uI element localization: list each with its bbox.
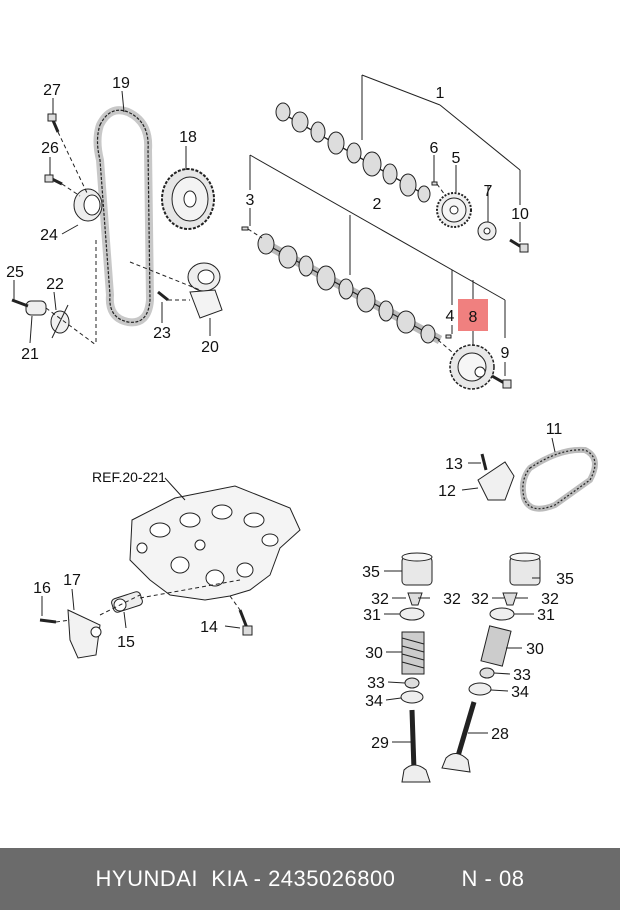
callout-5[interactable]: 5 xyxy=(452,150,461,167)
tensioner-20[interactable] xyxy=(187,262,223,319)
spring-22[interactable] xyxy=(50,304,70,339)
callout-34-right[interactable]: 34 xyxy=(511,684,529,701)
footer-page-code: N - 08 xyxy=(461,866,525,891)
footer-bar: HYUNDAI KIA - 2435026800 N - 08 xyxy=(0,848,620,910)
callout-19[interactable]: 19 xyxy=(112,75,130,92)
seal-33-right[interactable] xyxy=(479,667,495,679)
camshaft-upper[interactable] xyxy=(275,102,431,203)
callout-7[interactable]: 7 xyxy=(484,183,493,200)
timing-chain-11[interactable] xyxy=(519,446,598,512)
callout-31-left[interactable]: 31 xyxy=(363,607,381,624)
crank-sprocket-18[interactable] xyxy=(161,168,215,230)
callout-16[interactable]: 16 xyxy=(33,580,51,597)
callout-1[interactable]: 1 xyxy=(436,85,445,102)
bolt-10[interactable] xyxy=(509,238,529,253)
parts-diagram: 1 2 3 4 5 6 7 8 9 10 11 12 13 14 15 16 1… xyxy=(6,74,598,783)
callout-10[interactable]: 10 xyxy=(511,206,529,223)
camshaft-lower[interactable] xyxy=(257,233,443,344)
washer-7[interactable] xyxy=(477,221,497,241)
callout-35-left[interactable]: 35 xyxy=(362,564,380,581)
bolt-14[interactable] xyxy=(238,609,253,636)
callout-24[interactable]: 24 xyxy=(40,227,58,244)
idler-pulley-24[interactable] xyxy=(73,188,103,222)
spring-30-left[interactable] xyxy=(401,631,425,675)
seat-34-right[interactable] xyxy=(468,682,492,696)
timing-belt-19[interactable] xyxy=(93,106,154,327)
callout-3[interactable]: 3 xyxy=(246,192,255,209)
callout-17[interactable]: 17 xyxy=(63,572,81,589)
chain-guide-12[interactable] xyxy=(477,461,515,501)
callout-28[interactable]: 28 xyxy=(491,726,509,743)
retainer-lock-32-left[interactable] xyxy=(407,592,423,606)
callout-23[interactable]: 23 xyxy=(153,325,171,342)
pin-4[interactable] xyxy=(445,334,452,339)
callout-11[interactable]: 11 xyxy=(546,421,563,438)
spacer-21[interactable] xyxy=(25,300,47,316)
highlight-box-8[interactable] xyxy=(458,299,488,331)
valve-29[interactable] xyxy=(401,709,431,783)
callout-22[interactable]: 22 xyxy=(46,276,64,293)
bolt-16[interactable] xyxy=(39,618,57,624)
callout-32-a[interactable]: 32 xyxy=(371,591,389,608)
tappet-35-left[interactable] xyxy=(401,552,433,586)
callout-33-left[interactable]: 33 xyxy=(367,675,385,692)
callout-20[interactable]: 20 xyxy=(201,339,219,356)
callout-27[interactable]: 27 xyxy=(43,82,61,99)
bolt-25[interactable] xyxy=(11,298,29,308)
bolt-27[interactable] xyxy=(47,113,60,133)
spring-30-right[interactable] xyxy=(480,625,512,667)
seat-34-left[interactable] xyxy=(400,690,424,704)
callout-15[interactable]: 15 xyxy=(117,634,135,651)
callout-21[interactable]: 21 xyxy=(21,346,39,363)
callout-25[interactable]: 25 xyxy=(6,264,24,281)
bolt-23[interactable] xyxy=(157,290,169,302)
callout-12[interactable]: 12 xyxy=(438,483,456,500)
callout-33-right[interactable]: 33 xyxy=(513,667,531,684)
callout-35-right[interactable]: 35 xyxy=(556,571,574,588)
pin-3[interactable] xyxy=(241,226,249,231)
callout-labels: 1 2 3 4 5 6 7 8 9 10 11 12 13 14 15 16 1… xyxy=(6,75,574,752)
bolt-9[interactable] xyxy=(491,374,512,389)
tappet-35-right[interactable] xyxy=(509,552,541,586)
pin-6[interactable] xyxy=(431,181,438,186)
callout-13[interactable]: 13 xyxy=(445,456,463,473)
bolt-13[interactable] xyxy=(480,453,488,471)
callout-9[interactable]: 9 xyxy=(501,345,510,362)
callout-8[interactable]: 8 xyxy=(469,309,478,326)
retainer-31-right[interactable] xyxy=(489,607,515,621)
callout-32-c[interactable]: 32 xyxy=(471,591,489,608)
callout-18[interactable]: 18 xyxy=(179,129,197,146)
seal-33-left[interactable] xyxy=(404,677,420,689)
cylinder-head[interactable] xyxy=(129,485,301,601)
callout-32-d[interactable]: 32 xyxy=(541,591,559,608)
valve-28[interactable] xyxy=(441,701,477,773)
head-alignment-lines xyxy=(55,579,241,623)
footer-spacer xyxy=(395,866,461,892)
callout-4[interactable]: 4 xyxy=(446,308,455,325)
cam-sprocket-5[interactable] xyxy=(436,192,472,228)
callout-31-right[interactable]: 31 xyxy=(537,607,555,624)
retainer-31-left[interactable] xyxy=(399,607,425,621)
callout-6[interactable]: 6 xyxy=(430,140,439,157)
cvvt-assembly-8[interactable] xyxy=(449,344,495,390)
callout-34-left[interactable]: 34 xyxy=(365,693,383,710)
reference-label[interactable]: REF.20-221 xyxy=(92,469,166,485)
callout-30-right[interactable]: 30 xyxy=(526,641,544,658)
retainer-lock-32-right[interactable] xyxy=(502,592,518,606)
callout-29[interactable]: 29 xyxy=(371,735,389,752)
callout-2[interactable]: 2 xyxy=(373,196,382,213)
bolt-26[interactable] xyxy=(44,174,63,186)
callout-14[interactable]: 14 xyxy=(200,619,218,636)
footer-part-number: HYUNDAI KIA - 2435026800 xyxy=(95,866,396,891)
bracket-17[interactable] xyxy=(67,609,102,659)
leader-lines xyxy=(13,74,556,743)
alignment-lines xyxy=(45,131,453,353)
callout-30-left[interactable]: 30 xyxy=(365,645,383,662)
callout-32-b[interactable]: 32 xyxy=(443,591,461,608)
exploded-view-svg: 1 2 3 4 5 6 7 8 9 10 11 12 13 14 15 16 1… xyxy=(6,74,598,783)
callout-26[interactable]: 26 xyxy=(41,140,59,157)
